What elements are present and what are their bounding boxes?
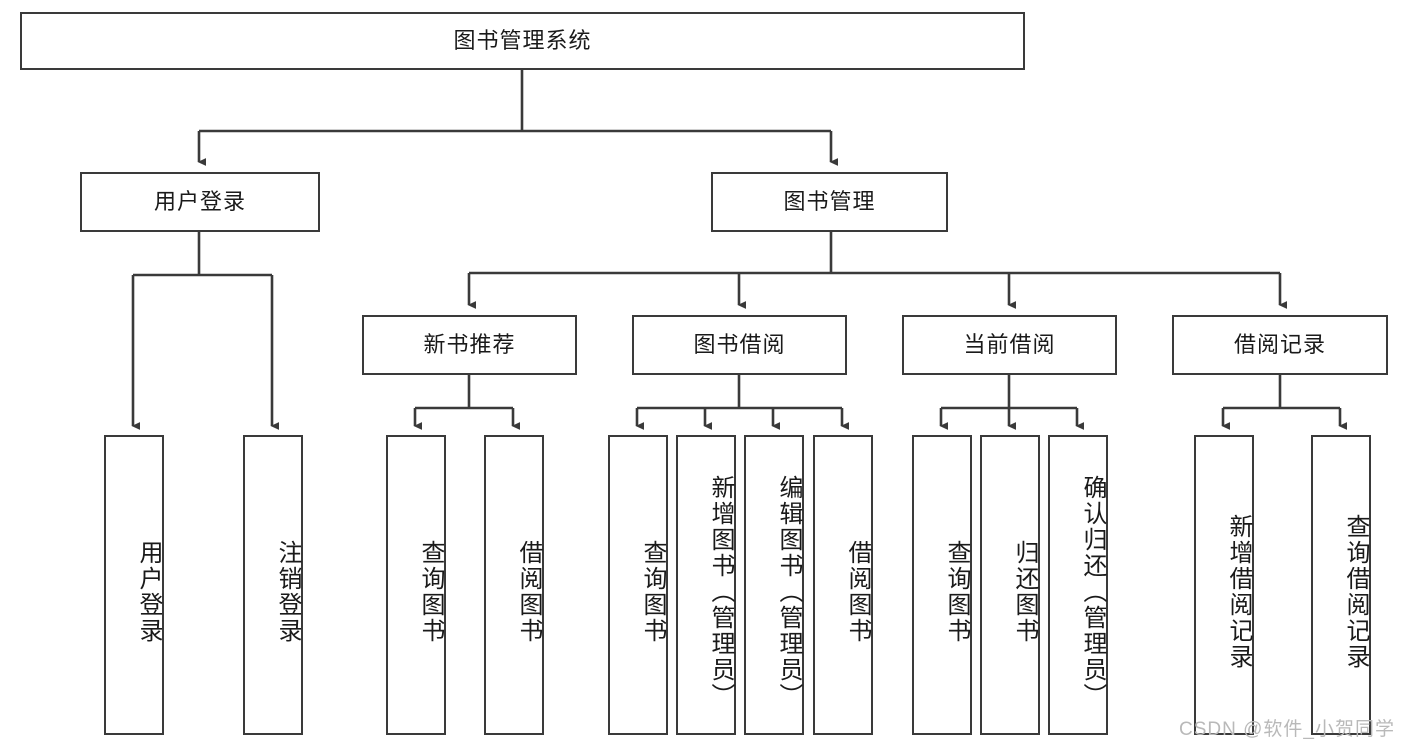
node-leaf-user-login[interactable]: 用户登录	[104, 435, 164, 735]
node-root-label: 图书管理系统	[453, 27, 592, 53]
node-leaf-add-record[interactable]: 新增借阅记录	[1194, 435, 1254, 735]
node-book-borrow-label: 图书借阅	[693, 331, 786, 357]
node-borrow-record[interactable]: 借阅记录	[1172, 315, 1388, 375]
node-leaf-return-book-label: 归还图书	[1011, 540, 1038, 644]
node-current-borrow[interactable]: 当前借阅	[902, 315, 1117, 375]
node-user-login-label: 用户登录	[153, 188, 246, 214]
node-leaf-query-book-1[interactable]: 查询图书	[386, 435, 446, 735]
node-leaf-logout-login[interactable]: 注销登录	[243, 435, 303, 735]
node-leaf-query-book-3[interactable]: 查询图书	[912, 435, 972, 735]
node-leaf-edit-book[interactable]: 编辑图书（管理员）	[744, 435, 804, 735]
node-user-login[interactable]: 用户登录	[80, 172, 320, 232]
node-new-book-rec[interactable]: 新书推荐	[362, 315, 577, 375]
node-current-borrow-label: 当前借阅	[963, 331, 1056, 357]
node-leaf-edit-book-label: 编辑图书（管理员）	[775, 475, 802, 709]
node-leaf-user-login-label: 用户登录	[135, 540, 162, 644]
node-leaf-query-book-3-label: 查询图书	[943, 540, 970, 644]
node-leaf-confirm-return[interactable]: 确认归还（管理员）	[1048, 435, 1108, 735]
node-leaf-add-book-label: 新增图书（管理员）	[707, 475, 734, 709]
node-leaf-borrow-book-2-label: 借阅图书	[844, 540, 871, 644]
node-book-borrow[interactable]: 图书借阅	[632, 315, 847, 375]
node-leaf-query-book-2[interactable]: 查询图书	[608, 435, 668, 735]
node-leaf-confirm-return-label: 确认归还（管理员）	[1079, 475, 1106, 709]
node-root[interactable]: 图书管理系统	[20, 12, 1025, 70]
node-borrow-record-label: 借阅记录	[1233, 331, 1326, 357]
node-leaf-query-record-label: 查询借阅记录	[1342, 514, 1369, 670]
node-leaf-borrow-book-1-label: 借阅图书	[515, 540, 542, 644]
node-leaf-borrow-book-2[interactable]: 借阅图书	[813, 435, 873, 735]
node-leaf-logout-login-label: 注销登录	[274, 540, 301, 644]
node-book-manage[interactable]: 图书管理	[711, 172, 948, 232]
node-leaf-borrow-book-1[interactable]: 借阅图书	[484, 435, 544, 735]
node-new-book-rec-label: 新书推荐	[423, 331, 516, 357]
node-book-manage-label: 图书管理	[783, 188, 876, 214]
node-leaf-query-record[interactable]: 查询借阅记录	[1311, 435, 1371, 735]
node-leaf-add-record-label: 新增借阅记录	[1225, 514, 1252, 670]
node-leaf-add-book[interactable]: 新增图书（管理员）	[676, 435, 736, 735]
node-leaf-query-book-1-label: 查询图书	[417, 540, 444, 644]
node-leaf-query-book-2-label: 查询图书	[639, 540, 666, 644]
node-leaf-return-book[interactable]: 归还图书	[980, 435, 1040, 735]
